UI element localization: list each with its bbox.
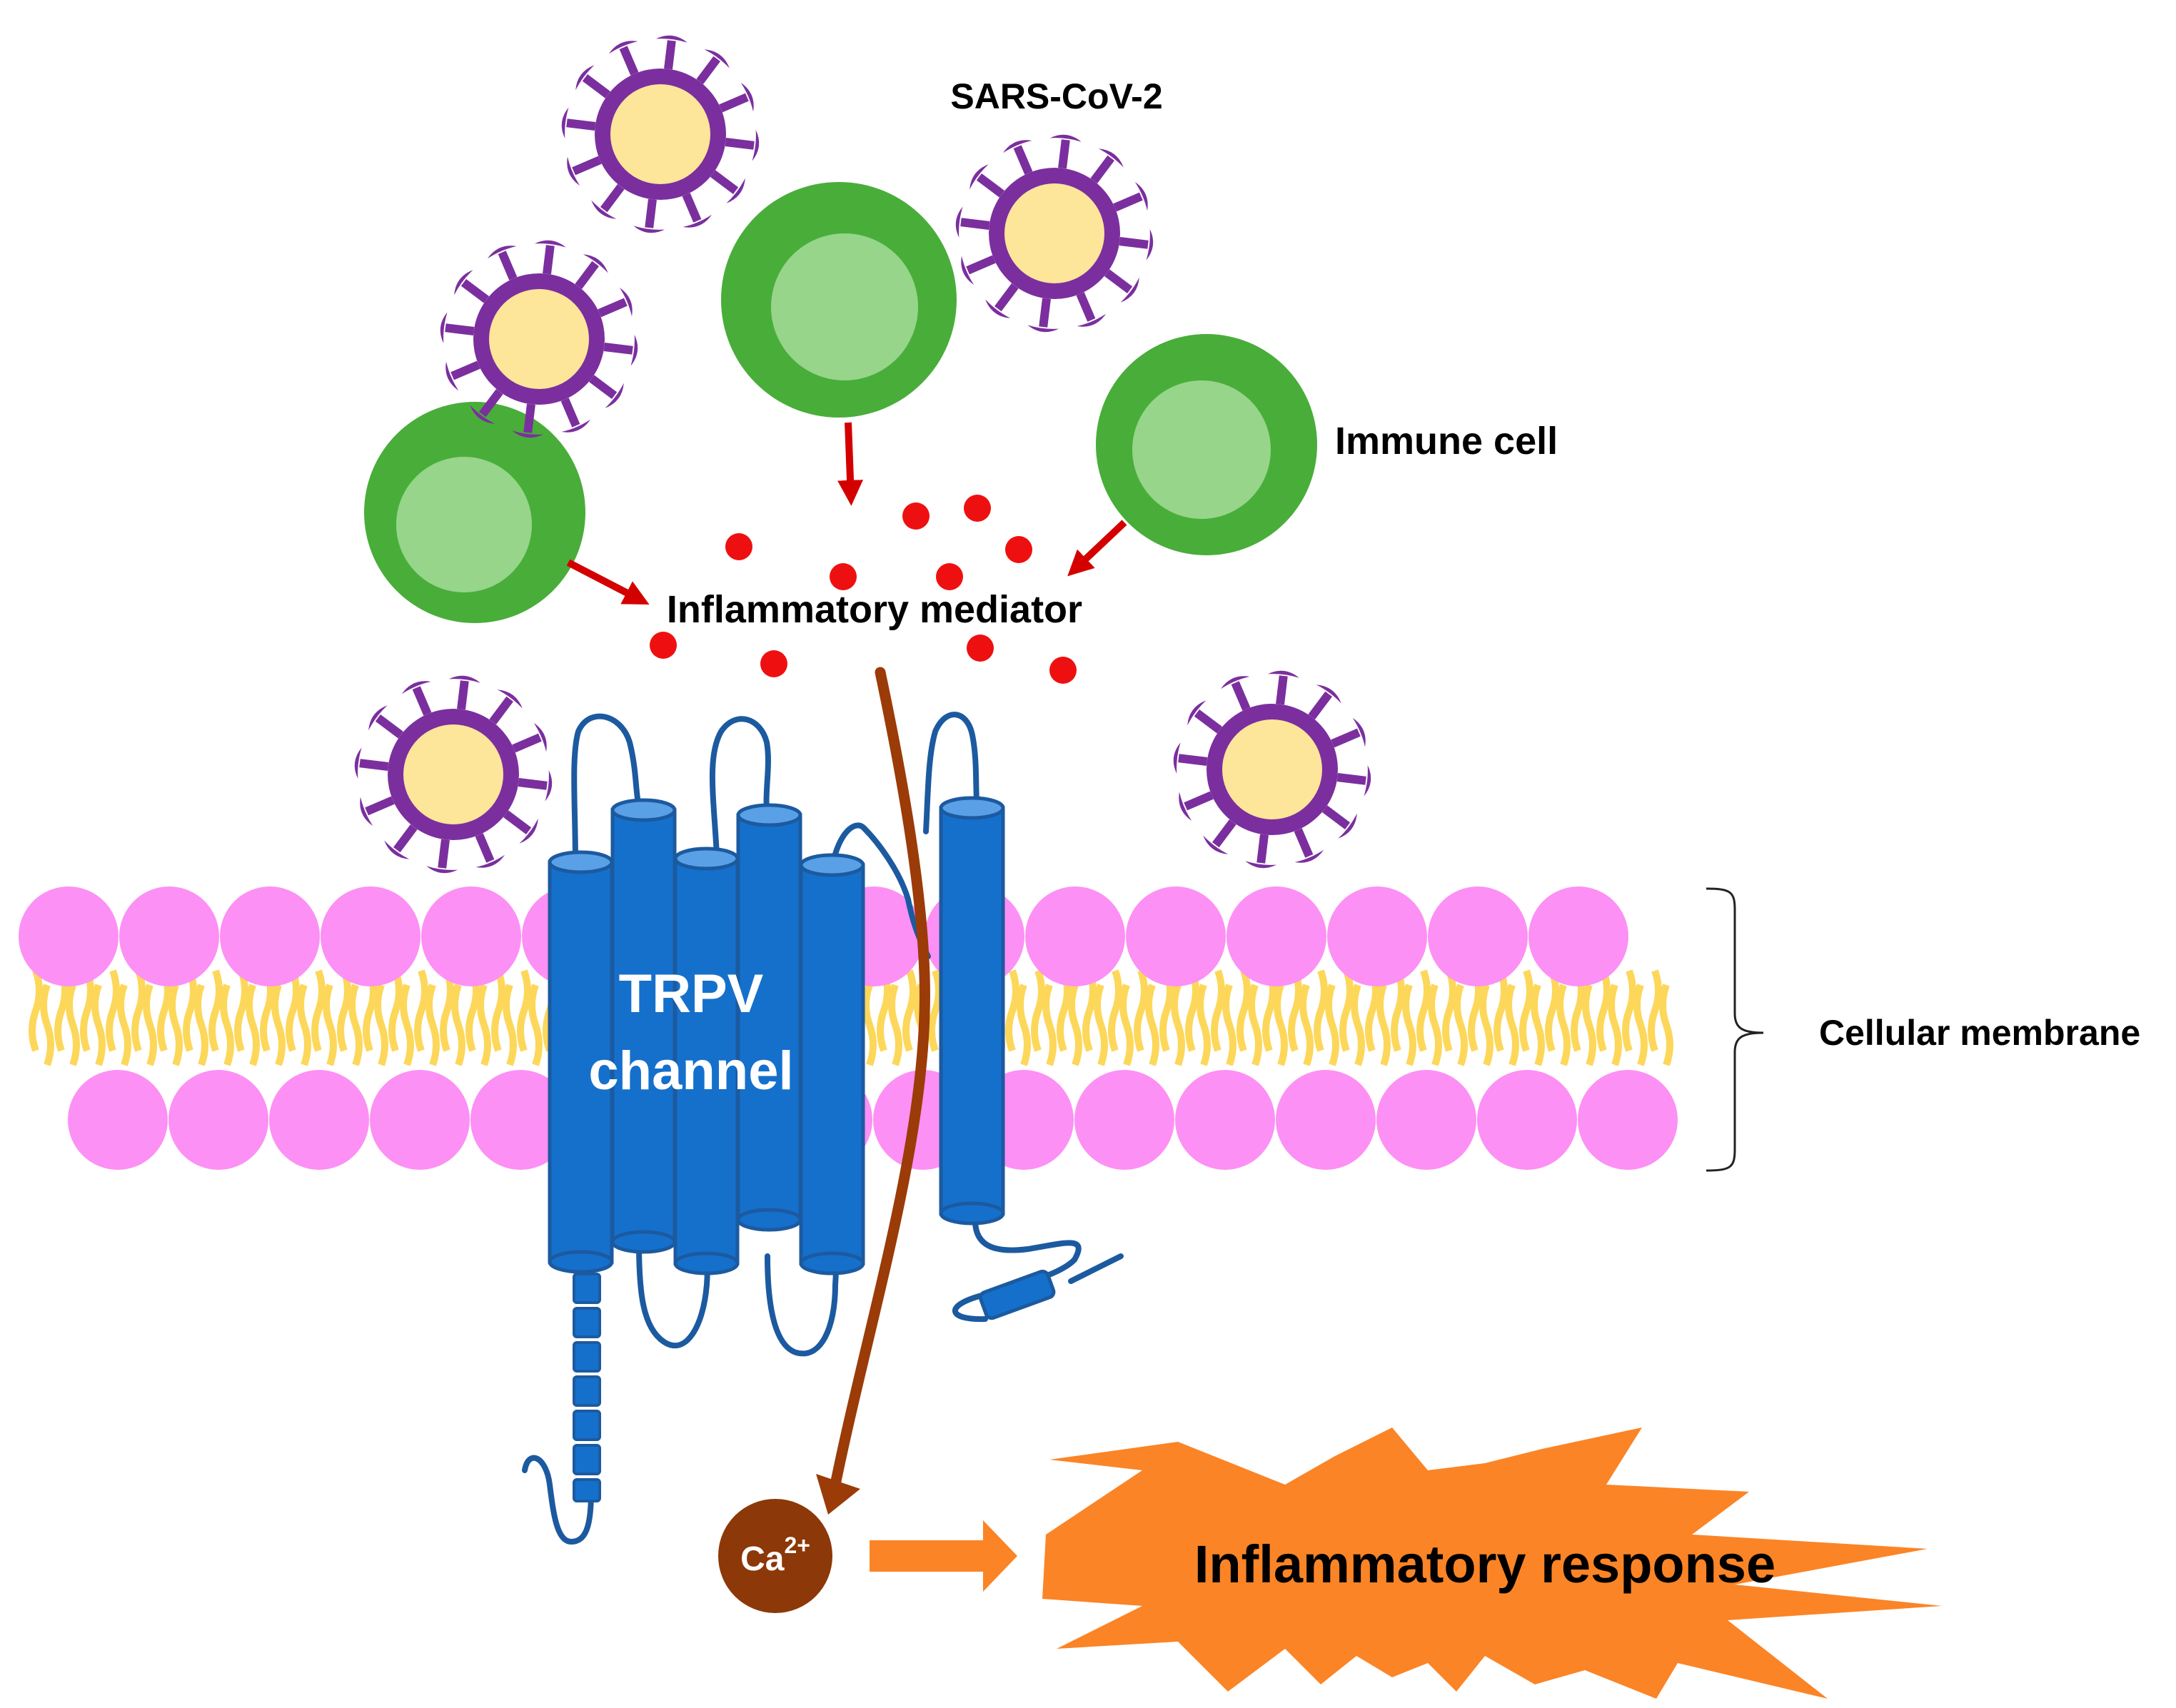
transmembrane-helices: [548, 796, 1005, 1275]
lipid-head: [168, 1070, 268, 1170]
c-terminal-helix: [978, 1269, 1056, 1320]
release-arrows: [566, 422, 1127, 605]
lipid-head: [1578, 1070, 1678, 1170]
immune-cell-icon: [721, 182, 957, 418]
ankyrin-repeats: [573, 1273, 601, 1502]
viruses: [354, 35, 1371, 874]
virus-icon: [955, 134, 1154, 333]
membrane-bracket: [1706, 887, 1764, 1172]
lipid-head: [1025, 886, 1125, 986]
calcium-influx-arrow: [816, 667, 930, 1515]
virus-icon: [1173, 670, 1371, 869]
lipid-head: [1428, 886, 1528, 986]
immune-cell-label: Immune cell: [1335, 420, 1558, 463]
immune-cell-icon: [1096, 334, 1317, 555]
immune-cell-icon: [364, 402, 585, 623]
mediator-label: Inflammatory mediator: [667, 588, 1082, 631]
trpv-channel: TRPV channel: [522, 712, 1124, 1545]
lipid-head: [1276, 1070, 1376, 1170]
lipid-head: [470, 1070, 570, 1170]
lipid-head: [1074, 1070, 1174, 1170]
virus-icon: [561, 35, 760, 233]
channel-label-line2: channel: [588, 1041, 793, 1101]
virus-icon: [440, 240, 638, 438]
immune-cells: [364, 182, 1317, 623]
lipid-heads-inner: [68, 1070, 1678, 1170]
channel-label-line1: TRPV: [619, 964, 764, 1024]
virus-icon: [354, 675, 553, 874]
lipid-head: [1226, 886, 1326, 986]
lipid-head: [19, 886, 119, 986]
ion-label: Ca2+: [740, 1532, 810, 1578]
membrane-label: Cellular membrane: [1819, 1013, 2140, 1053]
lipid-head: [1528, 886, 1628, 986]
lipid-head: [1477, 1070, 1577, 1170]
lipid-head: [1376, 1070, 1476, 1170]
lipid-head: [119, 886, 219, 986]
lipid-head: [269, 1070, 369, 1170]
lipid-head: [421, 886, 521, 986]
lipid-head: [1175, 1070, 1275, 1170]
lipid-head: [220, 886, 320, 986]
starburst-icon: [1042, 1427, 1942, 1699]
lipid-head: [321, 886, 420, 986]
mediator-particles: [650, 495, 1077, 684]
ion-icon: Ca2+: [718, 1499, 832, 1613]
virus-label: SARS-CoV-2: [950, 76, 1162, 116]
response-arrow: [870, 1520, 1017, 1592]
lipid-head: [1327, 886, 1427, 986]
lipid-head: [370, 1070, 470, 1170]
lipid-head: [1126, 886, 1226, 986]
lipid-head: [68, 1070, 168, 1170]
response-label: Inflammatory response: [1194, 1535, 1775, 1594]
